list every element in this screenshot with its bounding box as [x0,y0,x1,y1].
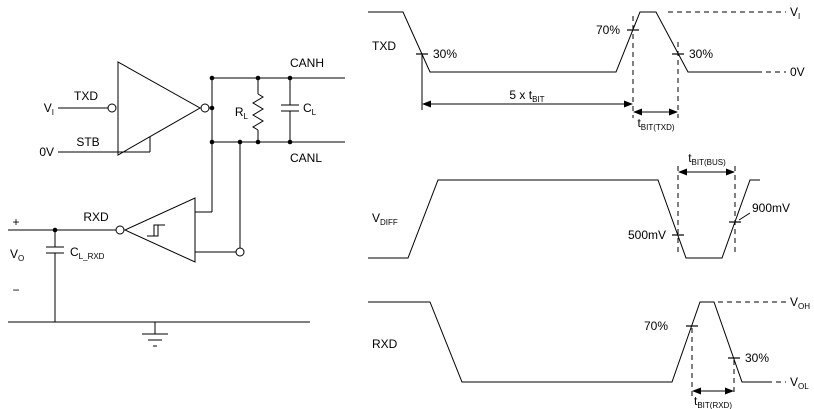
vi-ref-main: V [790,5,798,19]
tbit-txd-label: tBIT(TXD) [637,116,674,132]
arrowhead [633,108,642,116]
rxd-pin-circle [115,225,125,235]
rl-sub: L [244,112,249,121]
vi-label: VI [44,101,54,117]
zerov-label: 0V [39,145,54,159]
txd-wave-label: TXD [372,39,396,53]
pct-30-label: 30% [745,351,769,365]
pct-30-label: 30% [689,47,713,61]
rxd-trace [368,301,772,383]
txd-trace [368,11,762,73]
junction-dot [287,75,293,81]
driver-triangle [117,61,202,156]
tbit-bus-label: tBIT(BUS) [688,151,726,167]
arrowhead [725,387,734,395]
rl-resistor [252,93,264,131]
cl-sub: L [312,108,317,117]
vi-ref-sub: I [798,12,800,21]
vi-main: V [44,101,52,115]
cl-rxd-label: CL_RXD [70,245,105,261]
vi-ref-label: VI [790,5,800,21]
span5-label: 5 x tBIT [509,88,544,104]
rl-main: R [235,105,244,119]
vol-ref-label: VOL [790,375,809,391]
voh-main: V [790,295,798,309]
vdiff-sub: DIFF [380,218,398,227]
pct-30-label: 30% [433,47,457,61]
tbit-txd-main: t [637,116,641,130]
vo-label: VO [10,247,24,263]
cl-rxd-sub: L_RXD [79,252,105,261]
txd-label: TXD [74,89,98,103]
vol-sub: OL [798,382,809,391]
arrowhead [726,168,735,176]
canl-label: CANL [290,151,322,165]
receiver-input-pin-circle [235,247,245,257]
arrowhead [678,168,687,176]
rxd-label: RXD [83,210,109,224]
plus-label: + [12,215,19,229]
arrowhead [624,100,633,108]
hysteresis-icon [151,224,165,237]
txd-waveform: TXD 30% 70% 30% VI 0V 5 x tBIT tBIT(TXD) [368,5,805,132]
cl-label: CL [303,101,317,117]
vdiff-main: V [372,211,380,225]
mv-500-label: 500mV [628,228,666,242]
hysteresis-icon [147,224,161,237]
stb-label: STB [76,135,99,149]
test-circuit: VI TXD 0V STB CANH CANL RL CL [8,56,345,347]
tbit-bus-main: t [688,151,692,165]
arrowhead [669,108,678,116]
tbit-rxd-label: tBIT(RXD) [694,394,732,409]
junction-dot [255,75,261,81]
mv-900-label: 900mV [752,201,790,215]
arrowhead [422,100,431,108]
junction-dot [209,105,215,111]
minus-label: − [12,283,19,297]
span5-sub: BIT [532,95,545,104]
tbit-txd-sub: BIT(TXD) [641,123,675,132]
rxd-wave-label: RXD [372,337,398,351]
cl-main: C [303,101,312,115]
vdiff-wave-label: VDIFF [372,211,398,227]
leader-line [738,212,751,221]
junction-dot [287,139,293,145]
arrowhead [692,387,701,395]
vo-sub: O [18,254,24,263]
canh-label: CANH [290,56,324,70]
vdiff-waveform: VDIFF 500mV 900mV tBIT(BUS) [368,151,790,259]
txd-pin-circle [107,103,117,113]
voh-ref-label: VOH [790,295,810,311]
vdiff-trace [368,179,760,259]
tbit-bus-sub: BIT(BUS) [692,158,727,167]
receiver-triangle [123,197,196,263]
pct-70-label: 70% [644,319,668,333]
rxd-waveform: RXD 70% 30% VOH VOL tBIT(RXD) [368,295,810,409]
tbit-rxd-main: t [694,394,698,408]
tbit-rxd-sub: BIT(RXD) [697,401,732,409]
cl-rxd-main: C [70,245,79,259]
rl-label: RL [235,105,249,121]
voh-sub: OH [798,302,810,311]
vol-main: V [790,375,798,389]
vi-sub: I [52,108,54,117]
driver-output-pin-circle [200,103,210,113]
vo-main: V [10,247,18,261]
pct-70-label: 70% [596,23,620,37]
span5-main: 5 x t [509,88,532,102]
junction-dot [255,139,261,145]
zerov-ref-label: 0V [790,65,805,79]
